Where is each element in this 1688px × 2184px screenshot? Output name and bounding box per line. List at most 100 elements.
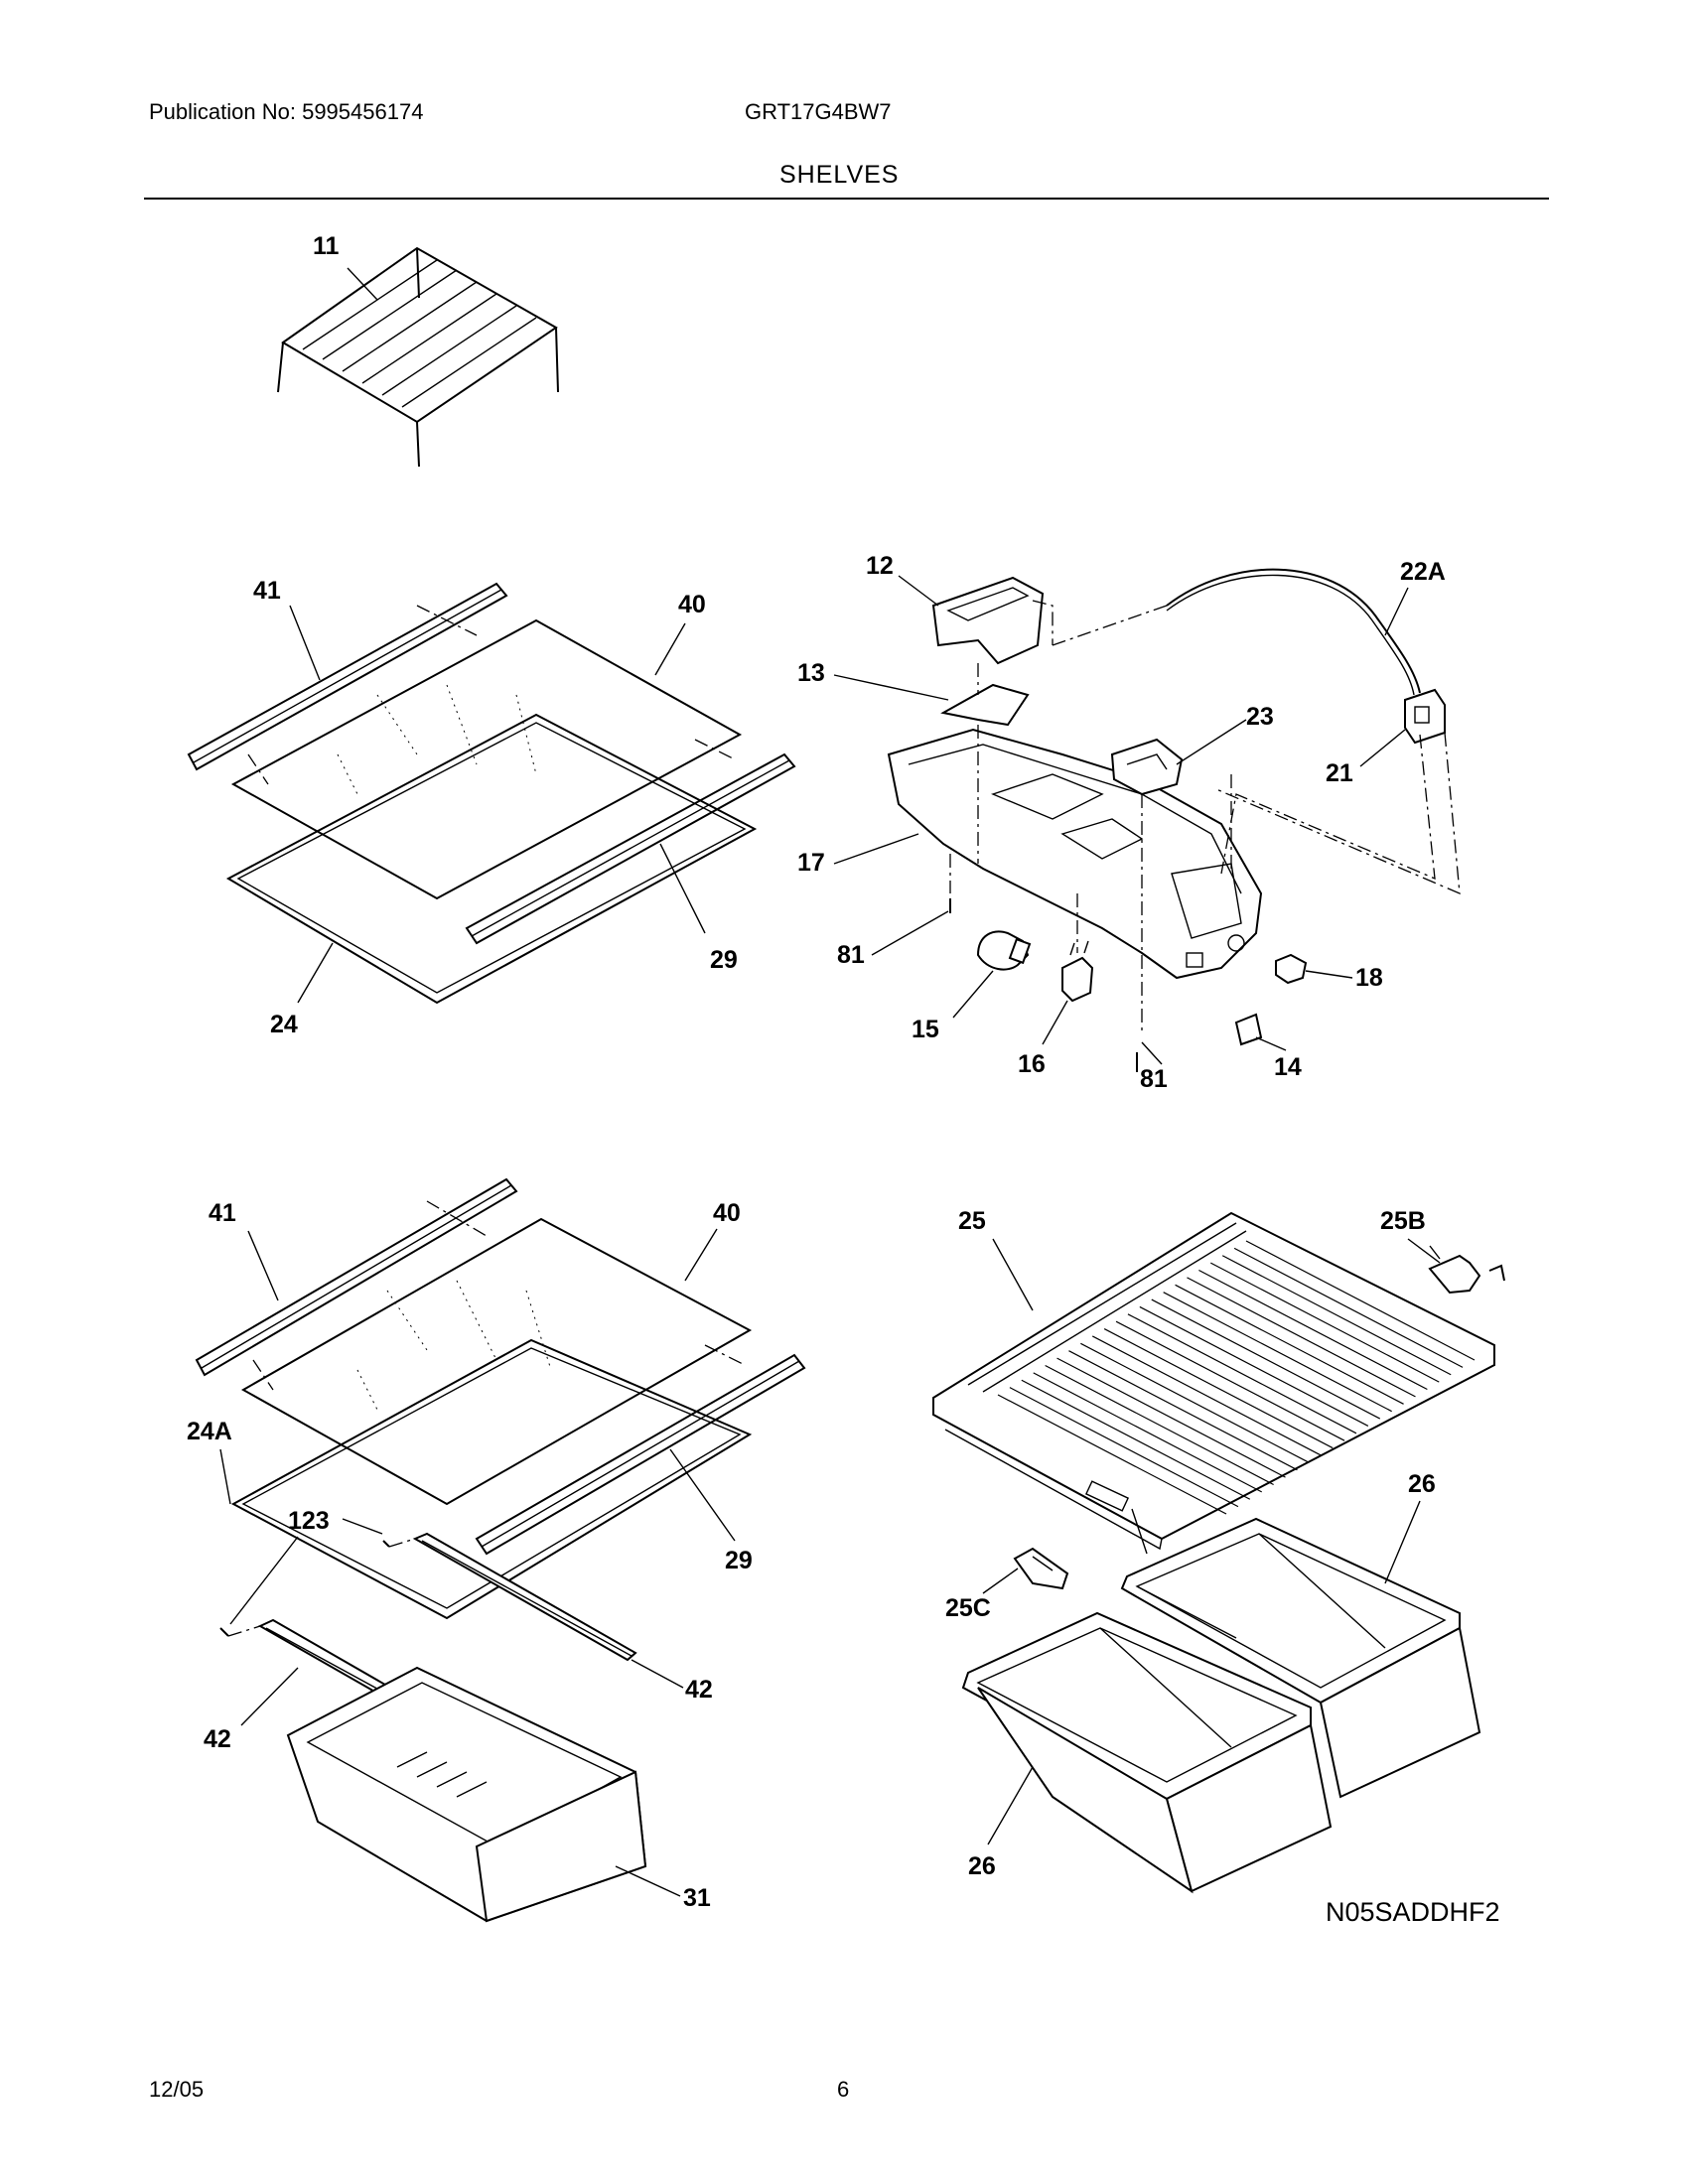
crisper-cover-25 (932, 1211, 1495, 1555)
model-number: GRT17G4BW7 (745, 99, 892, 124)
callout-11: 11 (313, 232, 340, 260)
clip-25b (1428, 1245, 1505, 1295)
leader-13 (833, 674, 949, 701)
callout-21: 21 (1326, 759, 1353, 787)
leader-41b (247, 1230, 279, 1301)
leader-40b (684, 1228, 718, 1282)
cover-slat (1151, 1298, 1381, 1420)
crisper-pans-26 (961, 1517, 1481, 1894)
leader-18 (1305, 970, 1353, 979)
callout-22a: 22A (1400, 558, 1446, 586)
wire-shelf-part-11 (277, 246, 559, 468)
leader-29a (659, 843, 706, 934)
callout-14: 14 (1274, 1053, 1302, 1081)
callout-41b: 41 (209, 1199, 236, 1227)
leader-22a (1384, 587, 1409, 636)
cover-slat (1187, 1277, 1416, 1398)
cover-slat (1198, 1269, 1428, 1391)
leader-14 (1255, 1036, 1287, 1051)
callout-24: 24 (270, 1011, 298, 1038)
cover-slat (1127, 1313, 1357, 1434)
light-control-housing (887, 568, 1461, 1072)
cover-slat (1045, 1364, 1274, 1486)
crisper-drawer-31 (219, 1532, 647, 1923)
leader-42a (631, 1659, 684, 1689)
leader-23 (1176, 719, 1247, 765)
cover-slat (1103, 1328, 1334, 1449)
leader-31 (615, 1865, 681, 1897)
leader-41a (289, 605, 321, 681)
cover-slat (1221, 1255, 1452, 1376)
callout-29a: 29 (710, 946, 738, 974)
header-rule (144, 198, 1549, 200)
leader-11 (347, 267, 378, 301)
diagram-code: N05SADDHF2 (1326, 1897, 1500, 1927)
cover-slat (1091, 1335, 1322, 1456)
callout-23: 23 (1246, 703, 1274, 731)
callout-29b: 29 (725, 1547, 753, 1574)
cover-slat (1210, 1262, 1440, 1383)
cover-slat (1068, 1350, 1298, 1471)
callout-81a: 81 (837, 941, 865, 969)
callout-25: 25 (958, 1207, 986, 1235)
leader-81b (1141, 1041, 1163, 1065)
leader-81a (871, 910, 949, 956)
callout-18: 18 (1355, 964, 1383, 992)
page-number: 6 (837, 2077, 850, 2102)
cover-slat (1009, 1387, 1239, 1508)
leader-12 (898, 575, 939, 607)
cover-slat (1233, 1247, 1464, 1368)
callout-16: 16 (1018, 1050, 1046, 1078)
cover-slat (1245, 1240, 1476, 1361)
leader-15 (952, 970, 994, 1019)
cover-slat (997, 1394, 1227, 1515)
leader-21 (1359, 729, 1406, 767)
callout-12: 12 (866, 552, 894, 580)
leader-26a (1384, 1500, 1421, 1584)
callout-31: 31 (683, 1884, 711, 1912)
callout-40b: 40 (713, 1199, 741, 1227)
leader-40a (654, 622, 686, 676)
callout-26a: 26 (1408, 1470, 1436, 1498)
cover-slat (1139, 1305, 1369, 1427)
callout-42b: 42 (204, 1725, 231, 1753)
callout-42a: 42 (685, 1676, 713, 1704)
glass-shelf-upper (187, 582, 796, 1005)
leader-25b (1407, 1238, 1441, 1264)
cover-slat (1080, 1342, 1310, 1463)
leader-29b (669, 1448, 736, 1542)
section-title: SHELVES (779, 161, 900, 189)
cover-slat (1115, 1320, 1345, 1441)
leader-17 (833, 833, 919, 865)
leader-26b (987, 1766, 1034, 1845)
leader-25 (992, 1238, 1034, 1311)
callout-15: 15 (912, 1016, 939, 1043)
leader-16 (1042, 1000, 1068, 1045)
callout-40a: 40 (678, 591, 706, 618)
leader-25c (982, 1568, 1019, 1594)
callout-25c: 25C (945, 1594, 991, 1622)
bracket-25c (1013, 1547, 1069, 1590)
callout-81b: 81 (1140, 1065, 1168, 1093)
callout-24a: 24A (187, 1418, 232, 1445)
callout-13: 13 (797, 659, 825, 687)
leader-123a (342, 1518, 383, 1535)
publication-number: Publication No: 5995456174 (149, 99, 424, 124)
leader-123b (229, 1536, 299, 1625)
footer-date: 12/05 (149, 2077, 205, 2102)
cover-slat (1175, 1284, 1404, 1405)
cover-slat (1056, 1357, 1286, 1478)
cover-slat (1021, 1379, 1251, 1500)
callout-41a: 41 (253, 577, 281, 605)
callout-25b: 25B (1380, 1207, 1426, 1235)
cover-slat (1033, 1372, 1262, 1493)
leader-42b (240, 1667, 299, 1726)
cover-slat (1163, 1292, 1392, 1413)
callout-26b: 26 (968, 1852, 996, 1880)
callout-17: 17 (797, 849, 825, 877)
leader-24 (297, 942, 334, 1004)
leader-24a (219, 1448, 231, 1505)
glass-shelf-lower (195, 1177, 806, 1620)
callout-123: 123 (288, 1507, 330, 1535)
